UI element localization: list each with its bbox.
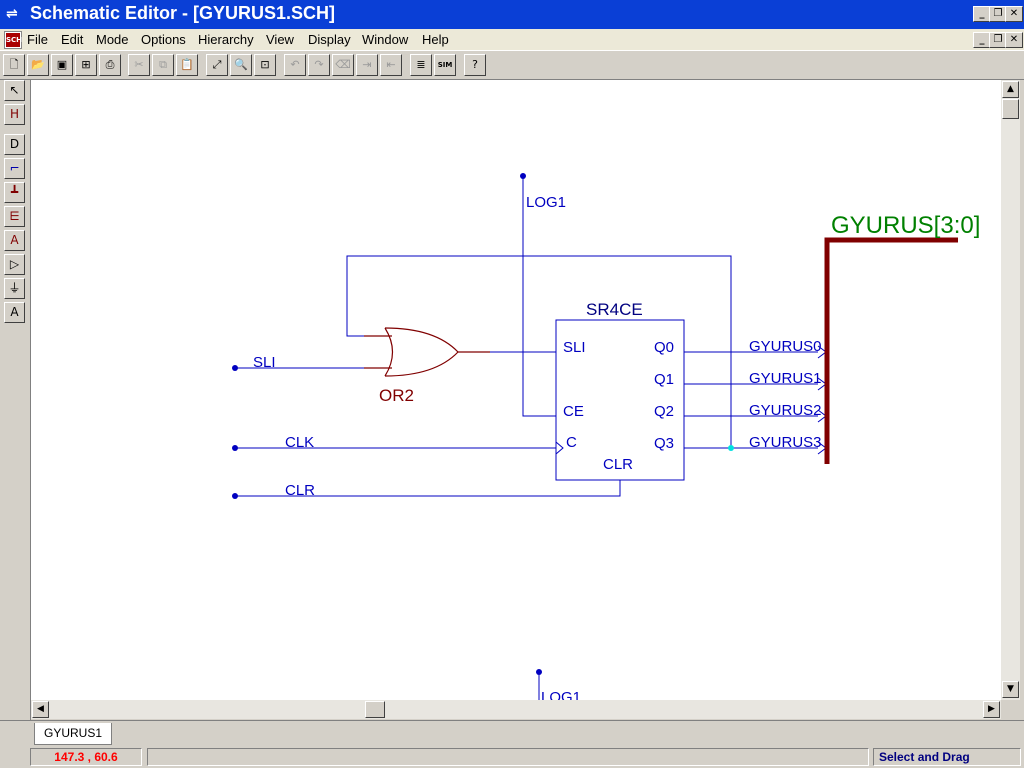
paste-icon[interactable]: 📋 bbox=[176, 54, 198, 76]
or2-name-label: OR2 bbox=[379, 386, 414, 405]
bus-tap-icon[interactable]: A bbox=[4, 230, 25, 251]
document-icon[interactable]: SCH bbox=[5, 32, 22, 48]
menu-display[interactable]: Display bbox=[308, 32, 351, 47]
horizontal-scrollbar[interactable]: ◀ ▶ bbox=[31, 700, 1001, 719]
schematic-canvas[interactable]: SLI CLK CLR LOG1 LOG1 SLI CE C CLR Q0 Q1… bbox=[31, 80, 1001, 700]
menu-mode[interactable]: Mode bbox=[96, 32, 129, 47]
bus-name-label: GYURUS[3:0] bbox=[831, 212, 980, 239]
app-icon[interactable]: ⇌ bbox=[6, 6, 18, 22]
zoom-in-icon[interactable]: 🔍 bbox=[230, 54, 252, 76]
hierarchy-icon[interactable]: ⊞ bbox=[75, 54, 97, 76]
zoom-full-icon[interactable]: ⤢ bbox=[206, 54, 228, 76]
menu-help[interactable]: Help bbox=[422, 32, 449, 47]
close-button[interactable]: ✕ bbox=[1005, 6, 1023, 22]
log1-bottom-terminal-dot[interactable] bbox=[536, 669, 542, 675]
io-marker-icon[interactable]: ▷ bbox=[4, 254, 25, 275]
vertical-scroll-thumb[interactable] bbox=[1002, 99, 1019, 119]
sheet-tab-bar: GYURUS1 bbox=[0, 720, 1024, 746]
symbol-icon[interactable]: ⇤ bbox=[380, 54, 402, 76]
sim-label: SIM bbox=[437, 61, 453, 69]
window-title: Schematic Editor - [GYURUS1.SCH] bbox=[30, 3, 336, 23]
query-help-icon[interactable]: ? bbox=[464, 54, 486, 76]
redo-icon[interactable]: ↷ bbox=[308, 54, 330, 76]
pin-ce-label: CE bbox=[563, 403, 584, 420]
menu-hierarchy[interactable]: Hierarchy bbox=[198, 32, 254, 47]
sheet-tab-gyurus1[interactable]: GYURUS1 bbox=[34, 723, 112, 745]
add-net-icon[interactable]: ┻ bbox=[4, 182, 25, 203]
add-symbol-icon[interactable]: D bbox=[4, 134, 25, 155]
coordinates-readout: 147.3 , 60.6 bbox=[30, 748, 142, 766]
gyurus-bus[interactable] bbox=[824, 237, 958, 464]
pin-q0-label: Q0 bbox=[654, 339, 674, 356]
mode-indicator: Select and Drag bbox=[873, 748, 1021, 766]
menu-window[interactable]: Window bbox=[362, 32, 409, 47]
cut-icon[interactable]: ✂ bbox=[128, 54, 150, 76]
sr4ce-symbol[interactable] bbox=[555, 319, 685, 481]
power-icon[interactable]: ⏚ bbox=[4, 278, 25, 299]
pin-clr-label: CLR bbox=[603, 456, 633, 473]
add-wire-icon[interactable]: ⌐ bbox=[4, 158, 25, 179]
copy-icon[interactable]: ⧉ bbox=[152, 54, 174, 76]
text-icon[interactable]: A bbox=[4, 302, 25, 323]
bus-tap-label-0: GYURUS0 bbox=[749, 338, 822, 355]
hierarchy-push-icon[interactable]: H bbox=[4, 104, 25, 125]
menu-options[interactable]: Options bbox=[141, 32, 186, 47]
simulate-icon[interactable]: SIM bbox=[434, 54, 456, 76]
pin-q2-label: Q2 bbox=[654, 403, 674, 420]
sli-terminal-dot[interactable] bbox=[232, 365, 238, 371]
pin-sli-label: SLI bbox=[563, 339, 586, 356]
save-icon[interactable]: ▣ bbox=[51, 54, 73, 76]
zoom-area-icon[interactable]: ⊡ bbox=[254, 54, 276, 76]
menu-file[interactable]: File bbox=[27, 32, 48, 47]
doc-close-button[interactable]: ✕ bbox=[1005, 32, 1023, 48]
title-bar: ⇌ Schematic Editor - [GYURUS1.SCH] _ ❐ ✕ bbox=[0, 0, 1024, 29]
clr-terminal-dot[interactable] bbox=[232, 493, 238, 499]
select-arrow-icon[interactable]: ↖ bbox=[4, 80, 25, 101]
menu-bar: SCH File Edit Mode Options Hierarchy Vie… bbox=[0, 29, 1024, 50]
add-bus-icon[interactable]: ⋿ bbox=[4, 206, 25, 227]
log1-ce-wire[interactable] bbox=[522, 176, 556, 417]
print-icon[interactable]: ⎙ bbox=[99, 54, 121, 76]
scroll-down-icon[interactable]: ▼ bbox=[1002, 681, 1019, 698]
scroll-corner bbox=[1001, 700, 1024, 720]
undo-icon[interactable]: ↶ bbox=[284, 54, 306, 76]
erase-icon[interactable]: ⌫ bbox=[332, 54, 354, 76]
log1-net-label: LOG1 bbox=[526, 194, 566, 211]
clk-terminal-dot[interactable] bbox=[232, 445, 238, 451]
drawing-toolbar: ↖ H D ⌐ ┻ ⋿ A ▷ ⏚ A bbox=[0, 80, 31, 720]
scroll-up-icon[interactable]: ▲ bbox=[1002, 81, 1019, 98]
sr4ce-name-label: SR4CE bbox=[586, 300, 643, 319]
vertical-scrollbar[interactable]: ▲ ▼ bbox=[1001, 80, 1020, 700]
or2-gate[interactable] bbox=[364, 327, 490, 377]
pin-c-label: C bbox=[566, 434, 577, 451]
scroll-right-icon[interactable]: ▶ bbox=[983, 701, 1000, 718]
clk-net-label: CLK bbox=[285, 434, 314, 451]
menu-edit[interactable]: Edit bbox=[61, 32, 84, 47]
main-toolbar: 🗋 📂 ▣ ⊞ ⎙ ✂ ⧉ 📋 ⤢ 🔍 ⊡ ↶ ↷ ⌫ ⇥ ⇤ ≣ SIM ? bbox=[0, 50, 1024, 80]
add-pin-icon[interactable]: ⇥ bbox=[356, 54, 378, 76]
menu-view[interactable]: View bbox=[266, 32, 294, 47]
horizontal-scroll-thumb[interactable] bbox=[365, 701, 385, 718]
status-bar: 147.3 , 60.6 Select and Drag bbox=[0, 746, 1024, 768]
sli-net-label: SLI bbox=[253, 354, 276, 371]
status-message bbox=[147, 748, 869, 766]
bus-tap-label-3: GYURUS3 bbox=[749, 434, 822, 451]
clr-net-label: CLR bbox=[285, 482, 315, 499]
netlist-icon[interactable]: ≣ bbox=[410, 54, 432, 76]
feedback-wire[interactable] bbox=[346, 255, 732, 448]
clock-triangle bbox=[555, 441, 564, 455]
schematic-drawing: SLI CLK CLR LOG1 LOG1 SLI CE C CLR Q0 Q1… bbox=[232, 173, 980, 700]
open-icon[interactable]: 📂 bbox=[27, 54, 49, 76]
clr-wire[interactable] bbox=[235, 480, 621, 497]
doc-restore-button[interactable]: ❐ bbox=[989, 32, 1007, 48]
bus-tap-label-1: GYURUS1 bbox=[749, 370, 822, 387]
bus-tap-label-2: GYURUS2 bbox=[749, 402, 822, 419]
pin-q1-label: Q1 bbox=[654, 371, 674, 388]
log1-terminal-dot[interactable] bbox=[520, 173, 526, 179]
scroll-left-icon[interactable]: ◀ bbox=[32, 701, 49, 718]
pin-q3-label: Q3 bbox=[654, 435, 674, 452]
log1-bottom-net-label: LOG1 bbox=[541, 689, 581, 700]
new-icon[interactable]: 🗋 bbox=[3, 54, 25, 76]
q3-junction-dot[interactable] bbox=[728, 445, 734, 451]
